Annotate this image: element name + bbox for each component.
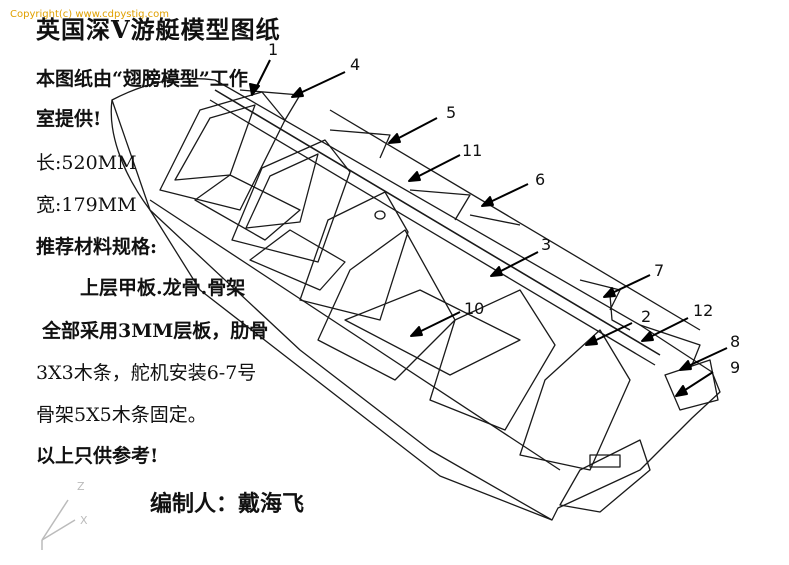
- width-spec: 宽:179MM: [36, 194, 137, 216]
- source-line-1: 本图纸由“翅膀模型”工作: [36, 68, 248, 90]
- plywood-line: 全部采用3MM层板，肋骨: [42, 320, 269, 342]
- callout-2: 2: [641, 307, 652, 326]
- source-line-2: 室提供!: [36, 108, 102, 130]
- callout-11: 11: [462, 141, 483, 160]
- callout-9: 9: [730, 358, 741, 377]
- callout-12: 12: [693, 301, 714, 320]
- length-spec: 长:520MM: [36, 152, 137, 174]
- keel: [214, 89, 661, 356]
- author-line: 编制人：戴海飞: [150, 491, 305, 517]
- axis-triad: [41, 499, 76, 550]
- bow-curve: [110, 99, 151, 211]
- frame-line: 骨架5X5木条固定。: [36, 404, 207, 426]
- callout-10: 10: [464, 299, 485, 318]
- callout-4: 4: [350, 55, 361, 74]
- materials-heading: 推荐材料规格:: [36, 236, 158, 258]
- reference-line: 以上只供参考!: [36, 445, 159, 467]
- callout-arrows: [249, 59, 728, 397]
- bulkheads: [159, 91, 651, 513]
- page-title: 英国深V游艇模型图纸: [36, 15, 281, 44]
- axis-x-label: X: [80, 514, 88, 527]
- axis-z-label: Z: [77, 480, 85, 493]
- callout-7: 7: [654, 261, 665, 280]
- callout-6: 6: [535, 170, 546, 189]
- callout-5: 5: [446, 103, 457, 122]
- copyright-watermark: Copyright(c) www.cdpystig.com: [10, 9, 170, 20]
- callout-1: 1: [268, 40, 279, 59]
- callout-3: 3: [541, 235, 552, 254]
- strip-line: 3X3木条，舵机安装6-7号: [36, 362, 257, 384]
- deck-crosses: [239, 89, 701, 371]
- callout-8: 8: [730, 332, 741, 351]
- materials-parts: 上层甲板.龙骨.骨架: [80, 277, 246, 299]
- hull-bottom: [149, 209, 553, 521]
